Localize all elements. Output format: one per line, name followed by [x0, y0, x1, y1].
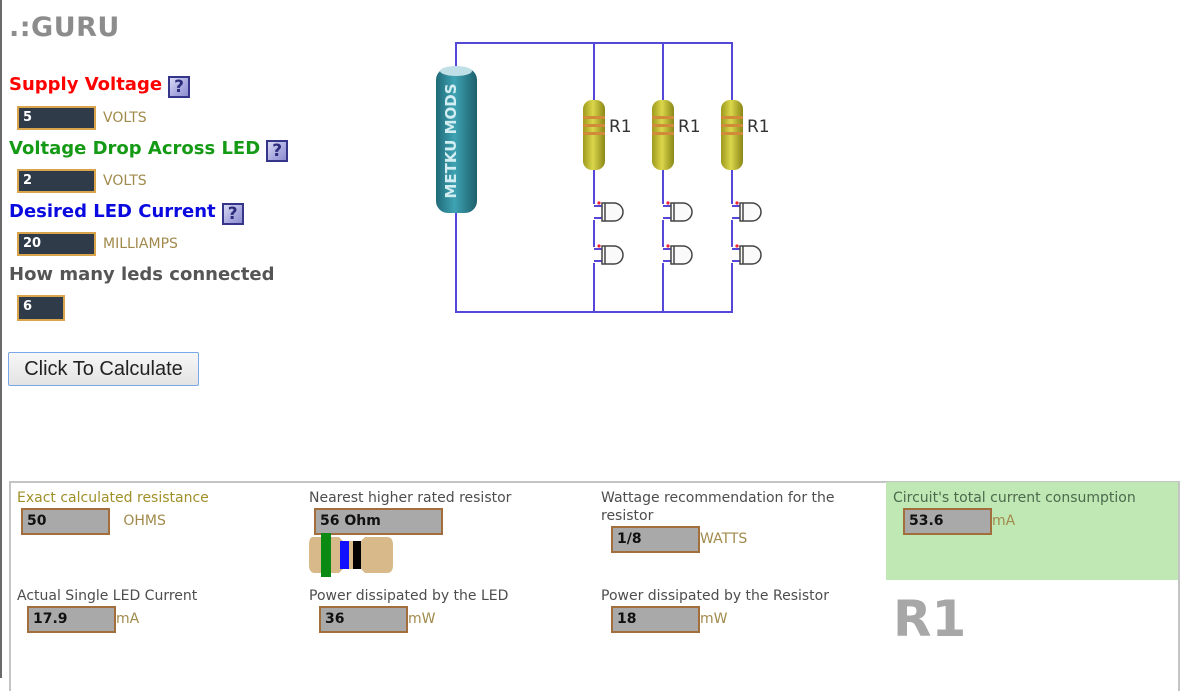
- site-logo: .:GURU: [9, 12, 120, 43]
- supply-voltage-label: Supply Voltage?: [9, 74, 191, 98]
- voltage-drop-label-text: Voltage Drop Across LED: [9, 138, 261, 159]
- resistor-band: [353, 541, 361, 569]
- supply-voltage-label-text: Supply Voltage: [9, 74, 163, 95]
- wattage-unit: WATTS: [700, 531, 748, 547]
- resistor-color-bands-icon: [309, 533, 393, 577]
- wattage-label: Wattage recommendation for the resistor: [601, 490, 835, 524]
- resistor-power-value: 18: [611, 606, 700, 633]
- battery-icon: METKU MODS: [436, 66, 477, 213]
- total-current-label: Circuit's total current consumption: [893, 490, 1136, 506]
- resistor-icon: [721, 100, 743, 170]
- resistor-label: R1: [609, 117, 632, 137]
- exact-resistance-label: Exact calculated resistance: [17, 490, 209, 506]
- led-power-label: Power dissipated by the LED: [309, 588, 509, 604]
- resistor-band: [340, 541, 349, 569]
- exact-resistance-value: 50: [21, 508, 110, 535]
- resistor-icon: [583, 100, 605, 170]
- led-icon: [660, 244, 693, 265]
- led-count-input[interactable]: 6: [17, 295, 65, 321]
- circuit-diagram: METKU MODS R1 R1 R1: [436, 42, 770, 313]
- led-count-row: 6: [17, 295, 65, 321]
- supply-voltage-unit: VOLTS: [103, 110, 147, 126]
- help-icon[interactable]: ?: [168, 76, 191, 98]
- supply-voltage-input[interactable]: 5: [17, 106, 96, 130]
- resistor-label: R1: [678, 117, 701, 137]
- led-current-label: Desired LED Current?: [9, 201, 244, 225]
- nearest-resistor-cell: Nearest higher rated resistor 56 Ohm: [309, 489, 601, 577]
- led-icon: [591, 244, 624, 265]
- led-power-unit: mW: [408, 611, 436, 627]
- single-led-current-unit: mA: [116, 611, 140, 627]
- led-current-unit: MILLIAMPS: [103, 236, 178, 252]
- total-current-cell: Circuit's total current consumption 53.6…: [886, 482, 1178, 580]
- led-icon: [591, 201, 624, 222]
- led-current-label-text: Desired LED Current: [9, 201, 216, 222]
- page-left-border: [0, 0, 2, 678]
- exact-resistance-unit: OHMS: [123, 513, 166, 529]
- led-icon: [729, 244, 762, 265]
- nearest-resistor-label: Nearest higher rated resistor: [309, 490, 512, 506]
- help-icon[interactable]: ?: [221, 203, 244, 225]
- voltage-drop-label: Voltage Drop Across LED?: [9, 138, 289, 162]
- resistor-power-unit: mW: [700, 611, 728, 627]
- single-led-current-value: 17.9: [27, 606, 116, 633]
- resistor-band: [321, 533, 331, 577]
- resistor-label: R1: [747, 117, 770, 137]
- supply-voltage-row: 5 VOLTS: [17, 106, 147, 130]
- voltage-drop-input[interactable]: 2: [17, 169, 96, 193]
- battery-brand-text: METKU MODS: [442, 83, 460, 198]
- resistor-power-label: Power dissipated by the Resistor: [601, 588, 829, 604]
- results-panel: [9, 481, 1180, 691]
- total-current-value: 53.6: [903, 508, 992, 535]
- single-led-current-label: Actual Single LED Current: [17, 588, 198, 604]
- nearest-resistor-value: 56 Ohm: [314, 508, 443, 535]
- voltage-drop-row: 2 VOLTS: [17, 169, 147, 193]
- led-icon: [729, 201, 762, 222]
- exact-resistance-cell: Exact calculated resistance 50 OHMS: [17, 489, 309, 535]
- led-power-value: 36: [319, 606, 408, 633]
- resistor-name-label: R1: [893, 590, 967, 648]
- calculate-button[interactable]: Click To Calculate: [8, 352, 199, 386]
- total-current-unit: mA: [992, 513, 1016, 529]
- wattage-value: 1/8: [611, 526, 700, 553]
- led-count-label: How many leds connected: [9, 264, 275, 285]
- led-current-input[interactable]: 20: [17, 232, 96, 256]
- help-icon[interactable]: ?: [266, 140, 289, 162]
- led-icon: [660, 201, 693, 222]
- resistor-icon: [652, 100, 674, 170]
- led-current-row: 20 MILLIAMPS: [17, 232, 178, 256]
- circuit-wires: [455, 42, 733, 313]
- wattage-cell: Wattage recommendation for the resistor …: [601, 489, 871, 553]
- voltage-drop-unit: VOLTS: [103, 173, 147, 189]
